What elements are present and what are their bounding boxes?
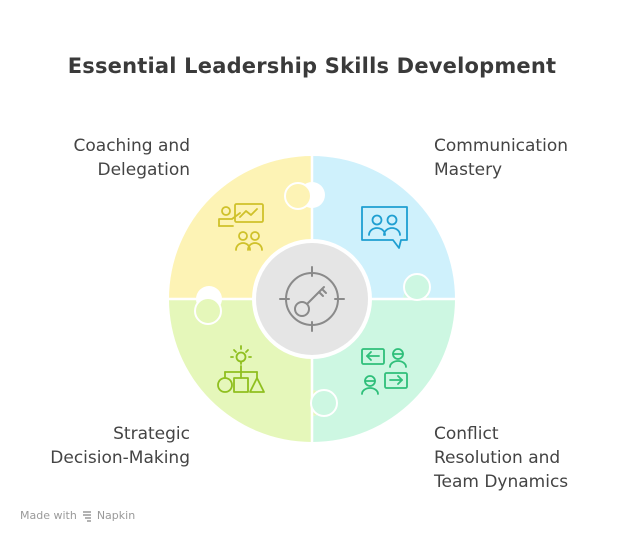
label-line: Team Dynamics (434, 472, 569, 492)
label-conflict-resolution: Conflict Resolution and Team Dynamics (434, 422, 568, 494)
label-line: Decision-Making (50, 448, 190, 468)
napkin-logo-icon (82, 510, 91, 522)
label-line: Coaching and (73, 136, 191, 156)
presentation-team-icon (218, 203, 264, 251)
label-line: Resolution and (434, 448, 561, 468)
credit-text: Made with (20, 509, 77, 522)
label-line: Delegation (97, 160, 190, 180)
label-strategic-decision: Strategic Decision-Making (10, 422, 190, 470)
made-with-credit: Made with Napkin (20, 509, 135, 522)
page-title: Essential Leadership Skills Development (67, 54, 557, 78)
label-communication-mastery: Communication Mastery (434, 134, 568, 182)
credit-brand: Napkin (96, 509, 136, 522)
label-line: Mastery (434, 160, 503, 180)
label-line: Strategic (113, 424, 190, 444)
decision-tree-icon (217, 345, 265, 393)
conflict-exchange-icon (361, 348, 408, 395)
label-line: Conflict (434, 424, 499, 444)
chat-people-icon (361, 206, 408, 249)
label-coaching-delegation: Coaching and Delegation (20, 134, 191, 182)
target-key-icon (279, 266, 345, 332)
label-line: Communication (434, 136, 568, 156)
